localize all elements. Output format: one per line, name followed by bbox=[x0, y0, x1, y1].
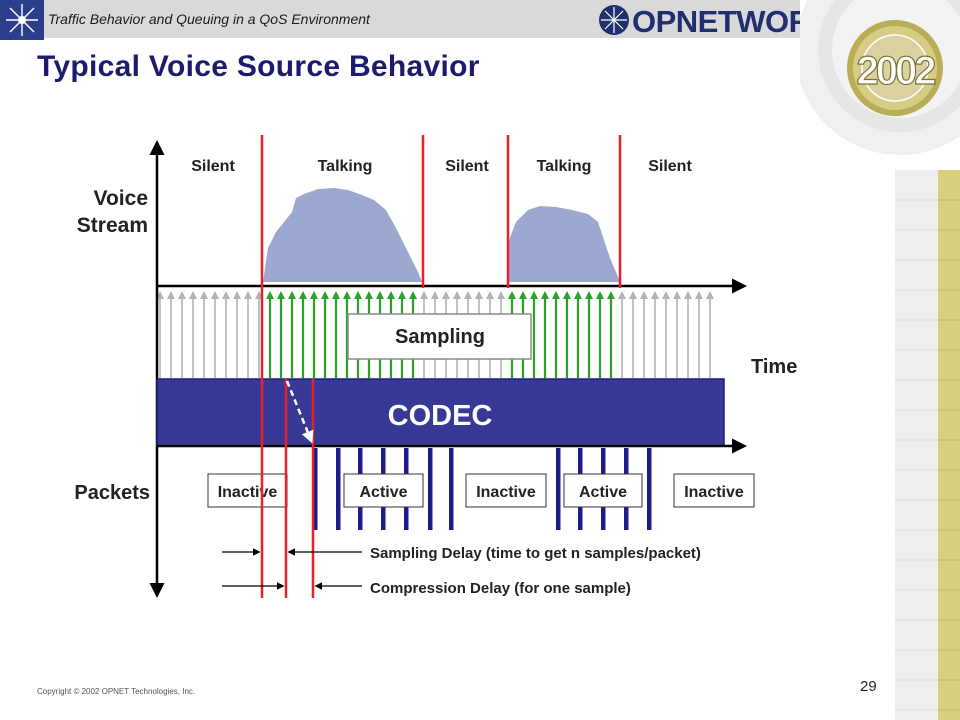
idle-sample-arrow bbox=[178, 291, 186, 378]
idle-sample-arrow bbox=[233, 291, 241, 378]
sampling-delay-label: Sampling Delay (time to get n samples/pa… bbox=[370, 545, 701, 562]
svg-text:Inactive: Inactive bbox=[218, 484, 278, 501]
idle-sample-arrow bbox=[189, 291, 197, 378]
year-badge-2002: 2002 bbox=[847, 20, 943, 116]
stream-label: Stream bbox=[77, 214, 148, 237]
idle-sample-arrow bbox=[629, 291, 637, 378]
active-sample-arrow bbox=[563, 291, 571, 378]
packet-state-inactive-1: Inactive bbox=[207, 473, 288, 508]
active-sample-arrow bbox=[596, 291, 604, 378]
active-sample-arrow bbox=[332, 291, 340, 378]
active-sample-arrow bbox=[277, 291, 285, 378]
talk-waveform-1 bbox=[263, 188, 422, 282]
packet-state-active-1: Active bbox=[343, 473, 424, 508]
idle-sample-arrow bbox=[167, 291, 175, 378]
active-sample-arrow bbox=[321, 291, 329, 378]
idle-sample-arrow bbox=[695, 291, 703, 378]
codec-block bbox=[156, 378, 725, 447]
active-sample-arrows bbox=[266, 291, 615, 378]
codec-label: CODEC bbox=[388, 400, 493, 432]
packet-state-inactive-3: Inactive bbox=[673, 473, 755, 508]
svg-text:Active: Active bbox=[359, 484, 407, 501]
active-sample-arrow bbox=[299, 291, 307, 378]
active-sample-arrow bbox=[607, 291, 615, 378]
active-sample-arrow bbox=[552, 291, 560, 378]
course-title: Traffic Behavior and Queuing in a QoS En… bbox=[48, 11, 370, 27]
active-sample-arrow bbox=[266, 291, 274, 378]
phase-label-talking-1: Talking bbox=[318, 158, 373, 175]
idle-sample-arrow bbox=[244, 291, 252, 378]
packet-state-inactive-2: Inactive bbox=[465, 473, 547, 508]
sampling-label: Sampling bbox=[395, 326, 485, 348]
idle-sample-arrow bbox=[200, 291, 208, 378]
phase-label-talking-2: Talking bbox=[537, 158, 592, 175]
voice-label: Voice bbox=[94, 187, 148, 210]
packets-label: Packets bbox=[74, 482, 150, 504]
active-sample-arrow bbox=[585, 291, 593, 378]
active-sample-arrow bbox=[541, 291, 549, 378]
phase-label-silent-3: Silent bbox=[648, 158, 692, 175]
time-label: Time bbox=[751, 356, 797, 378]
star-emblem-icon bbox=[0, 0, 44, 40]
slide-title: Typical Voice Source Behavior bbox=[37, 50, 480, 83]
packet-bar bbox=[556, 448, 561, 530]
packet-bar bbox=[428, 448, 433, 530]
active-sample-arrow bbox=[288, 291, 296, 378]
idle-sample-arrows bbox=[156, 291, 714, 378]
talk-waveform-2 bbox=[508, 206, 620, 282]
page-number: 29 bbox=[860, 678, 877, 695]
idle-sample-arrow bbox=[706, 291, 714, 378]
idle-sample-arrow bbox=[684, 291, 692, 378]
packet-bar bbox=[647, 448, 652, 530]
active-sample-arrow bbox=[310, 291, 318, 378]
idle-sample-arrow bbox=[211, 291, 219, 378]
svg-text:2002: 2002 bbox=[857, 49, 936, 93]
phase-boundaries bbox=[260, 135, 622, 598]
active-sample-arrow bbox=[530, 291, 538, 378]
logo-text: OPNETWORK bbox=[632, 4, 830, 38]
sampling-box bbox=[347, 313, 532, 360]
packet-state-active-2: Active bbox=[563, 473, 643, 508]
idle-sample-arrow bbox=[673, 291, 681, 378]
svg-text:Inactive: Inactive bbox=[476, 484, 536, 501]
active-sample-arrow bbox=[343, 291, 351, 378]
idle-sample-arrow bbox=[618, 291, 626, 378]
idle-sample-arrow bbox=[662, 291, 670, 378]
phase-label-silent-1: Silent bbox=[191, 158, 235, 175]
copyright-notice: Copyright © 2002 OPNET Technologies, Inc… bbox=[37, 687, 196, 696]
compression-delay-label: Compression Delay (for one sample) bbox=[370, 580, 631, 597]
phase-label-silent-2: Silent bbox=[445, 158, 489, 175]
packet-bar bbox=[336, 448, 341, 530]
svg-text:Active: Active bbox=[579, 484, 627, 501]
active-sample-arrow bbox=[574, 291, 582, 378]
packet-bar bbox=[449, 448, 454, 530]
idle-sample-arrow bbox=[222, 291, 230, 378]
idle-sample-arrow bbox=[651, 291, 659, 378]
opnetwork-logo: OPNETWORK ® bbox=[599, 4, 830, 38]
side-decoration: 2002 bbox=[800, 0, 960, 720]
codec-delay-dashed-arrow bbox=[285, 380, 314, 444]
idle-sample-arrow bbox=[640, 291, 648, 378]
packet-bar bbox=[313, 448, 318, 530]
svg-text:Inactive: Inactive bbox=[684, 484, 744, 501]
header-band bbox=[44, 0, 830, 38]
